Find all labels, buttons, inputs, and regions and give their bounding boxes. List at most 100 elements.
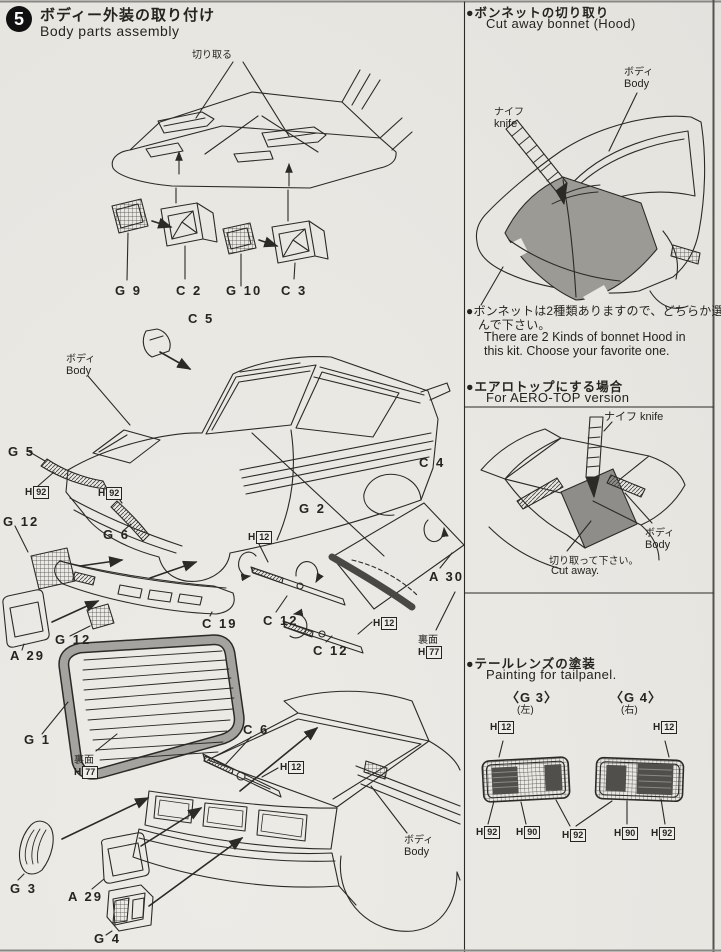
body-label-en: Body [66,365,92,377]
code-number: 92 [484,826,501,839]
code-prefix: H [248,532,256,543]
taillens-section-title-en: Painting for tailpanel. [486,667,617,682]
part-label-g12: G 12 [55,632,92,647]
part-label-g3: G 3 [10,881,37,896]
part-label-a30: A 30 [429,569,464,584]
taillens-section-title-jp: ●テールレンズの塗装 [466,657,596,671]
part-label-c12: C 12 [263,613,299,628]
aerotop-section-title-en: For AERO-TOP version [486,390,630,405]
code-prefix: H [516,827,524,838]
code-number: 77 [426,646,443,659]
part-label-c19: C 19 [202,616,238,631]
taillens-g4-label: 〈G 4〉 [610,690,662,705]
code-prefix: H [614,828,622,839]
code-prefix: H [373,618,381,629]
body-callout-aerotop: ボディ Body [645,524,674,551]
part-label-g12: G 12 [3,514,40,529]
part-label-a29: A 29 [10,648,45,663]
main-body-diagram [2,328,465,654]
bonnet-note-jp-2: んで下さい。 [478,318,551,332]
part-label-g6: G 6 [103,527,130,542]
headlight-parts-row [111,198,329,287]
aerotop-section-title-jp: ●エアロトップにする場合 [466,380,624,394]
code-number: 12 [661,721,678,734]
code-number: 12 [381,617,398,630]
cut-away-label-en: Cut away. [551,565,600,577]
rear-window-part [41,634,245,780]
taillens-g3-label: 〈G 3〉 [506,690,558,705]
page-title-jp: ボディー外装の取り付け [40,7,215,24]
knife-label-en: knife [494,118,518,130]
rear-body-diagram [17,690,461,936]
cut-away-label-jp: 切り取って下さい。 [549,556,639,567]
body-label-en: Body [645,539,671,551]
bonnet-cut-diagram [475,92,706,309]
body-callout-rear: ボディ Body [404,831,433,858]
body-label-jp: ボディ [645,528,675,539]
knife-label-jp: ナイフ [494,107,524,118]
part-label-g1: G 1 [24,732,51,747]
body-callout-front: ボディ Body [66,350,95,377]
code-prefix: H [25,487,33,498]
bonnet-section-title-jp: ●ボンネットの切り取り [466,6,610,20]
body-label-en: Body [404,846,430,858]
part-label-c12: C 12 [313,643,349,658]
code-number: 12 [498,721,515,734]
part-label-c4: C 4 [419,455,446,470]
code-prefix: H [651,828,659,839]
code-number: 90 [622,827,639,840]
part-label-c6: C 6 [243,722,270,737]
code-prefix: H [74,767,82,778]
body-label-en: Body [624,78,650,90]
code-number: 92 [106,487,123,500]
part-label-g10: G 10 [226,283,263,298]
part-label-c5: C 5 [188,311,215,326]
code-number: 12 [288,761,305,774]
step-number-badge: 5 [6,6,32,32]
code-prefix: H [562,830,570,841]
backside-label: 裏面 [74,755,94,766]
code-number: 77 [82,766,99,779]
taillens-g3-side: (左) [517,705,534,716]
body-label-jp: ボディ [404,835,434,846]
part-label-g2: G 2 [299,501,326,516]
code-number: 90 [524,826,541,839]
code-prefix: H [653,722,661,733]
page-title-en: Body parts assembly [40,23,180,39]
body-callout-bonnet: ボディ Body [624,63,653,90]
bonnet-note-en-2: this kit. Choose your favorite one. [484,344,670,358]
part-label-c2: C 2 [176,283,203,298]
code-prefix: H [418,647,426,658]
code-number: 92 [570,829,587,842]
code-number: 92 [659,827,676,840]
part-label-g9: G 9 [115,283,142,298]
bonnet-note-jp-1: ●ボンネットは2種類ありますので、どちらか選 [466,304,721,318]
taillens-g4-side: (右) [621,705,638,716]
code-prefix: H [476,827,484,838]
part-label-g4: G 4 [94,931,121,946]
code-number: 92 [33,486,50,499]
part-label-a29: A 29 [68,889,103,904]
part-label-g5: G 5 [8,444,35,459]
body-label-jp: ボディ [66,354,96,365]
code-prefix: H [98,488,106,499]
knife-callout-aerotop: ナイフ knife [604,411,664,423]
